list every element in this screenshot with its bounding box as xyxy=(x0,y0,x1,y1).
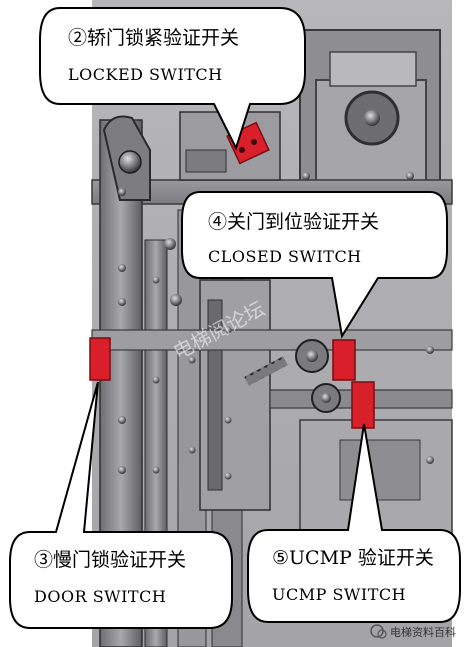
source-badge-text: 电梯资料百科 xyxy=(390,625,456,639)
hook-roller xyxy=(118,150,142,174)
callout-closed-bubble xyxy=(181,191,448,339)
bottom-chassis-inner xyxy=(339,439,421,501)
wechat-icon-dot xyxy=(377,629,387,639)
callout-closed-subtitle: CLOSED SWITCH xyxy=(208,247,362,266)
callout-door-title: ③慢门锁验证开关 xyxy=(34,549,186,571)
callout-closed-title: ④关门到位验证开关 xyxy=(208,211,379,233)
callout-locked-title: ②轿门锁紧验证开关 xyxy=(68,27,239,49)
locked-switch-screw-1 xyxy=(239,147,245,153)
callout-ucmp-title: ⑤UCMP 验证开关 xyxy=(272,547,434,569)
lock-bracket-inner xyxy=(185,149,227,173)
door-switch xyxy=(89,337,111,381)
callout-door-subtitle: DOOR SWITCH xyxy=(34,587,166,606)
mechanism-drawing xyxy=(91,0,453,647)
callout-door-bubble xyxy=(9,381,233,629)
spring xyxy=(244,356,288,386)
wechat-icon xyxy=(370,624,384,638)
callout-locked-subtitle: LOCKED SWITCH xyxy=(68,65,223,84)
locked-switch-screw-2 xyxy=(251,139,257,145)
source-badge: 电梯资料百科 xyxy=(370,624,456,639)
closed-switch xyxy=(332,339,356,381)
callout-locked-bubble xyxy=(39,7,306,151)
lower-plate xyxy=(91,329,453,351)
callout-ucmp-subtitle: UCMP SWITCH xyxy=(272,585,406,604)
callout-ucmp: ⑤UCMP 验证开关 UCMP SWITCH xyxy=(247,423,461,623)
right-roller-upper-hub xyxy=(306,350,318,362)
callout-ucmp-bubble xyxy=(247,423,461,623)
motor-hub xyxy=(364,110,380,126)
motor-top-block xyxy=(329,51,417,87)
switches xyxy=(89,121,375,429)
ucmp-switch xyxy=(351,381,375,429)
callout-door: ③慢门锁验证开关 DOOR SWITCH xyxy=(9,381,233,629)
right-roller-lower-hub xyxy=(321,393,331,403)
callout-locked: ②轿门锁紧验证开关 LOCKED SWITCH xyxy=(39,7,306,151)
callout-closed: ④关门到位验证开关 CLOSED SWITCH xyxy=(181,191,448,339)
